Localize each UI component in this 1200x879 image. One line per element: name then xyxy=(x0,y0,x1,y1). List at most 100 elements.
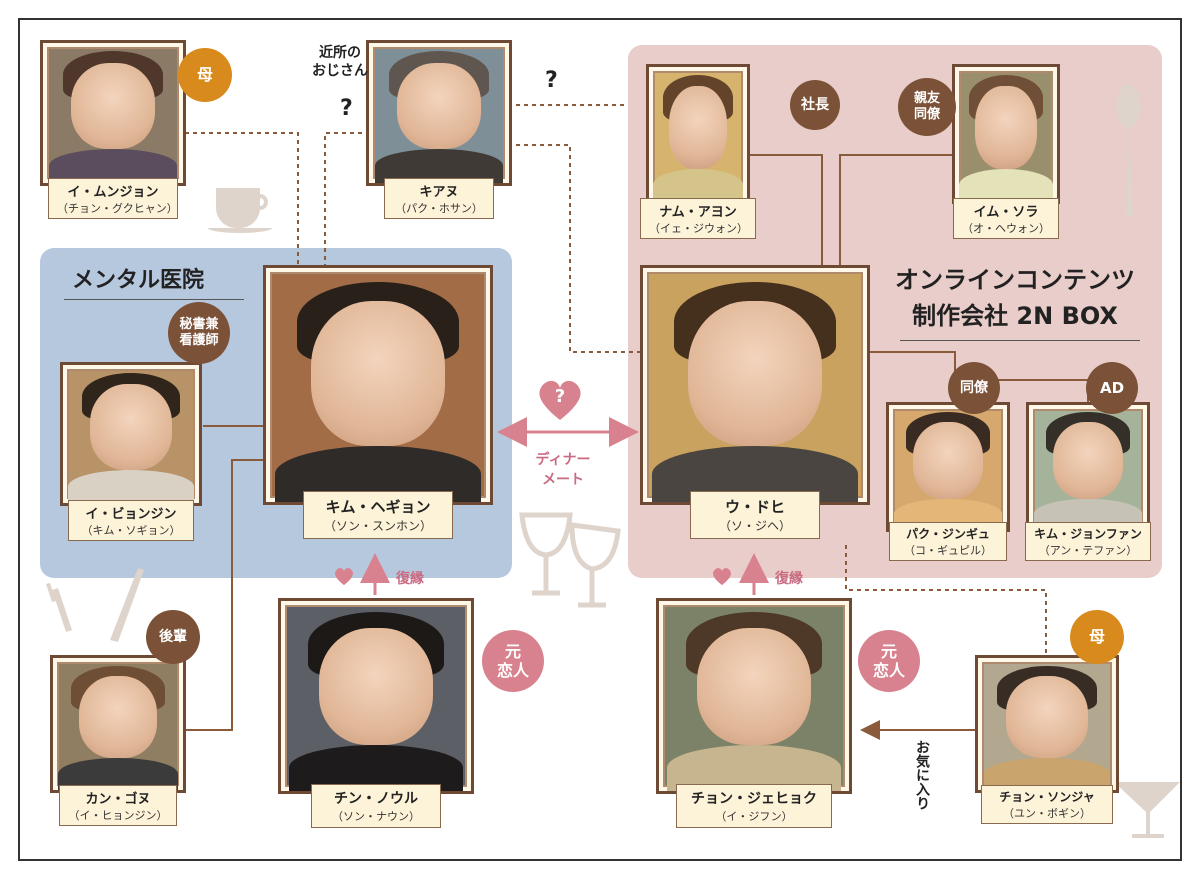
tag-junior: 後輩 xyxy=(146,610,200,664)
actor-name: （チョン・グクヒャン） xyxy=(57,202,178,215)
name-plate: カン・ゴヌ （イ・ヒョンジン） xyxy=(59,785,177,826)
actor-name: （ソ・ジヘ） xyxy=(718,519,791,533)
reunion-left-label: 復縁 xyxy=(396,571,424,587)
portrait-lee-byeongjin xyxy=(60,362,202,506)
character-name: チョン・ジェヒョク xyxy=(691,791,817,807)
portrait-kang-gonu xyxy=(50,655,186,793)
character-name: キアヌ xyxy=(419,185,459,200)
tag-secretary-line1: 秘書兼 xyxy=(179,317,219,333)
heart-reunion-right xyxy=(711,566,733,590)
character-card-nam-ahyeon[interactable]: ナム・アヨン （イェ・ジウォン） xyxy=(640,64,756,239)
coffee-cup-icon xyxy=(216,188,268,228)
actor-name: （ソン・スンホン） xyxy=(323,519,432,533)
character-card-jeong-sonja[interactable]: チョン・ソンジャ （ユン・ボギン） xyxy=(975,655,1119,824)
portrait-kim-jonghwan xyxy=(1026,402,1150,532)
actor-name: （オ・ヘウォン） xyxy=(962,222,1050,235)
character-card-im-sora[interactable]: イム・ソラ （オ・ヘウォン） xyxy=(952,64,1060,239)
name-plate: イ・ムンジョン （チョン・グクヒャン） xyxy=(48,178,178,219)
character-card-kang-gonu[interactable]: カン・ゴヌ （イ・ヒョンジン） xyxy=(50,655,186,826)
tag-colleague: 同僚 xyxy=(948,362,1000,414)
portrait-nam-ahyeon xyxy=(646,64,750,204)
heart-question: ? xyxy=(536,376,584,422)
portrait-park-jingyu xyxy=(886,402,1010,532)
heart-icon xyxy=(539,380,581,420)
dinner-mate-label: ディナー メート xyxy=(528,450,598,490)
portrait-lee-munjong xyxy=(40,40,186,186)
tag-secretary-line2: 看護師 xyxy=(179,333,219,348)
knife-icon xyxy=(110,568,144,642)
actor-name: （ユン・ボギン） xyxy=(1003,807,1091,820)
tag-best-friend-line2: 同僚 xyxy=(913,107,940,122)
name-plate: ウ・ドヒ （ソ・ジヘ） xyxy=(690,491,820,539)
portrait-kiano xyxy=(366,40,512,186)
actor-name: （イ・ヒョンジン） xyxy=(68,809,168,822)
name-plate: パク・ジンギュ （コ・ギュピル） xyxy=(889,522,1007,561)
character-card-jin-noeul[interactable]: チン・ノウル （ソン・ナウン） xyxy=(278,598,474,828)
actor-name: （アン・テファン） xyxy=(1038,544,1138,557)
tag-ad: AD xyxy=(1086,362,1138,414)
tag-neighbor: 近所の おじさん xyxy=(312,44,368,80)
character-card-kiano[interactable]: キアヌ （パク・ホサン） xyxy=(366,40,512,219)
character-card-kim-haegyeon[interactable]: キム・ヘギョン （ソン・スンホン） xyxy=(263,265,493,539)
portrait-u-dohi xyxy=(640,265,870,505)
tag-best-friend: 親友 同僚 xyxy=(898,78,956,136)
reunion-right-label: 復縁 xyxy=(775,571,803,587)
character-name: ナム・アヨン xyxy=(659,205,737,220)
character-name: イム・ソラ xyxy=(973,205,1039,220)
wine-glass-right-icon xyxy=(569,522,621,608)
name-plate: チョン・ジェヒョク （イ・ジフン） xyxy=(676,784,832,828)
character-name: イ・ムンジョン xyxy=(67,185,159,200)
character-name: カン・ゴヌ xyxy=(85,792,151,807)
heart-icon xyxy=(335,568,353,586)
fork-icon xyxy=(46,583,72,632)
heart-icon xyxy=(713,568,731,586)
actor-name: （コ・ギュピル） xyxy=(904,544,992,557)
name-plate: ナム・アヨン （イェ・ジウォン） xyxy=(640,198,756,239)
actor-name: （イェ・ジウォン） xyxy=(649,222,748,235)
character-card-park-jingyu[interactable]: パク・ジンギュ （コ・ギュピル） xyxy=(886,402,1010,561)
wine-glass-left-icon xyxy=(519,512,573,596)
heart-question-text: ? xyxy=(554,386,566,407)
line-kiano-dohi xyxy=(500,144,640,353)
tag-mother-right: 母 xyxy=(1070,610,1124,664)
character-name: キム・ヘギョン xyxy=(325,498,431,516)
heart-reunion-left xyxy=(333,566,355,590)
character-name: ウ・ドヒ xyxy=(724,498,785,516)
tag-ex-lover-right: 元 恋人 xyxy=(858,630,920,692)
dinner-mate-line1: ディナー xyxy=(535,452,591,468)
portrait-im-sora xyxy=(952,64,1060,204)
tag-president: 社長 xyxy=(790,80,840,130)
company-title-line1: オンラインコンテンツ xyxy=(895,266,1135,294)
character-name: チン・ノウル xyxy=(334,791,418,807)
tag-ex-right-line1: 元 xyxy=(880,641,897,661)
tag-ex-lover-left: 元 恋人 xyxy=(482,630,544,692)
line-sora-dohi xyxy=(839,154,955,270)
name-plate: キアヌ （パク・ホサン） xyxy=(384,178,494,219)
actor-name: （キム・ソギョン） xyxy=(81,524,181,537)
tag-best-friend-line1: 親友 xyxy=(913,91,940,107)
tag-ex-right-line2: 恋人 xyxy=(872,661,905,680)
favorite-label: お気に入り xyxy=(914,740,930,810)
tag-ex-left-line2: 恋人 xyxy=(496,661,529,680)
tag-neighbor-line1: 近所の xyxy=(319,45,361,61)
character-card-jeong-jaehyeok[interactable]: チョン・ジェヒョク （イ・ジフン） xyxy=(656,598,852,828)
clinic-title-rule xyxy=(64,299,244,300)
character-card-lee-byeongjin[interactable]: イ・ビョンジン （キム・ソギョン） xyxy=(60,362,202,541)
line-jonghwan-sonja xyxy=(845,545,1047,655)
company-title-rule xyxy=(900,340,1140,341)
tag-ex-left-line1: 元 xyxy=(504,641,521,661)
character-card-kim-jonghwan[interactable]: キム・ジョンファン （アン・テファン） xyxy=(1025,402,1151,561)
diagram-frame xyxy=(18,18,1182,861)
actor-name: （パク・ホサン） xyxy=(395,202,483,215)
question-mark-company: ? xyxy=(545,68,558,93)
character-card-u-dohi[interactable]: ウ・ドヒ （ソ・ジヘ） xyxy=(640,265,870,539)
character-name: パク・ジンギュ xyxy=(906,527,990,541)
portrait-jeong-jaehyeok xyxy=(656,598,852,794)
name-plate: キム・ヘギョン （ソン・スンホン） xyxy=(303,491,453,539)
portrait-jeong-sonja xyxy=(975,655,1119,793)
tag-neighbor-line2: おじさん xyxy=(312,63,368,79)
character-card-lee-munjong[interactable]: イ・ムンジョン （チョン・グクヒャン） xyxy=(40,40,186,219)
name-plate: チョン・ソンジャ （ユン・ボギン） xyxy=(981,785,1113,824)
actor-name: （イ・ジフン） xyxy=(715,810,793,823)
